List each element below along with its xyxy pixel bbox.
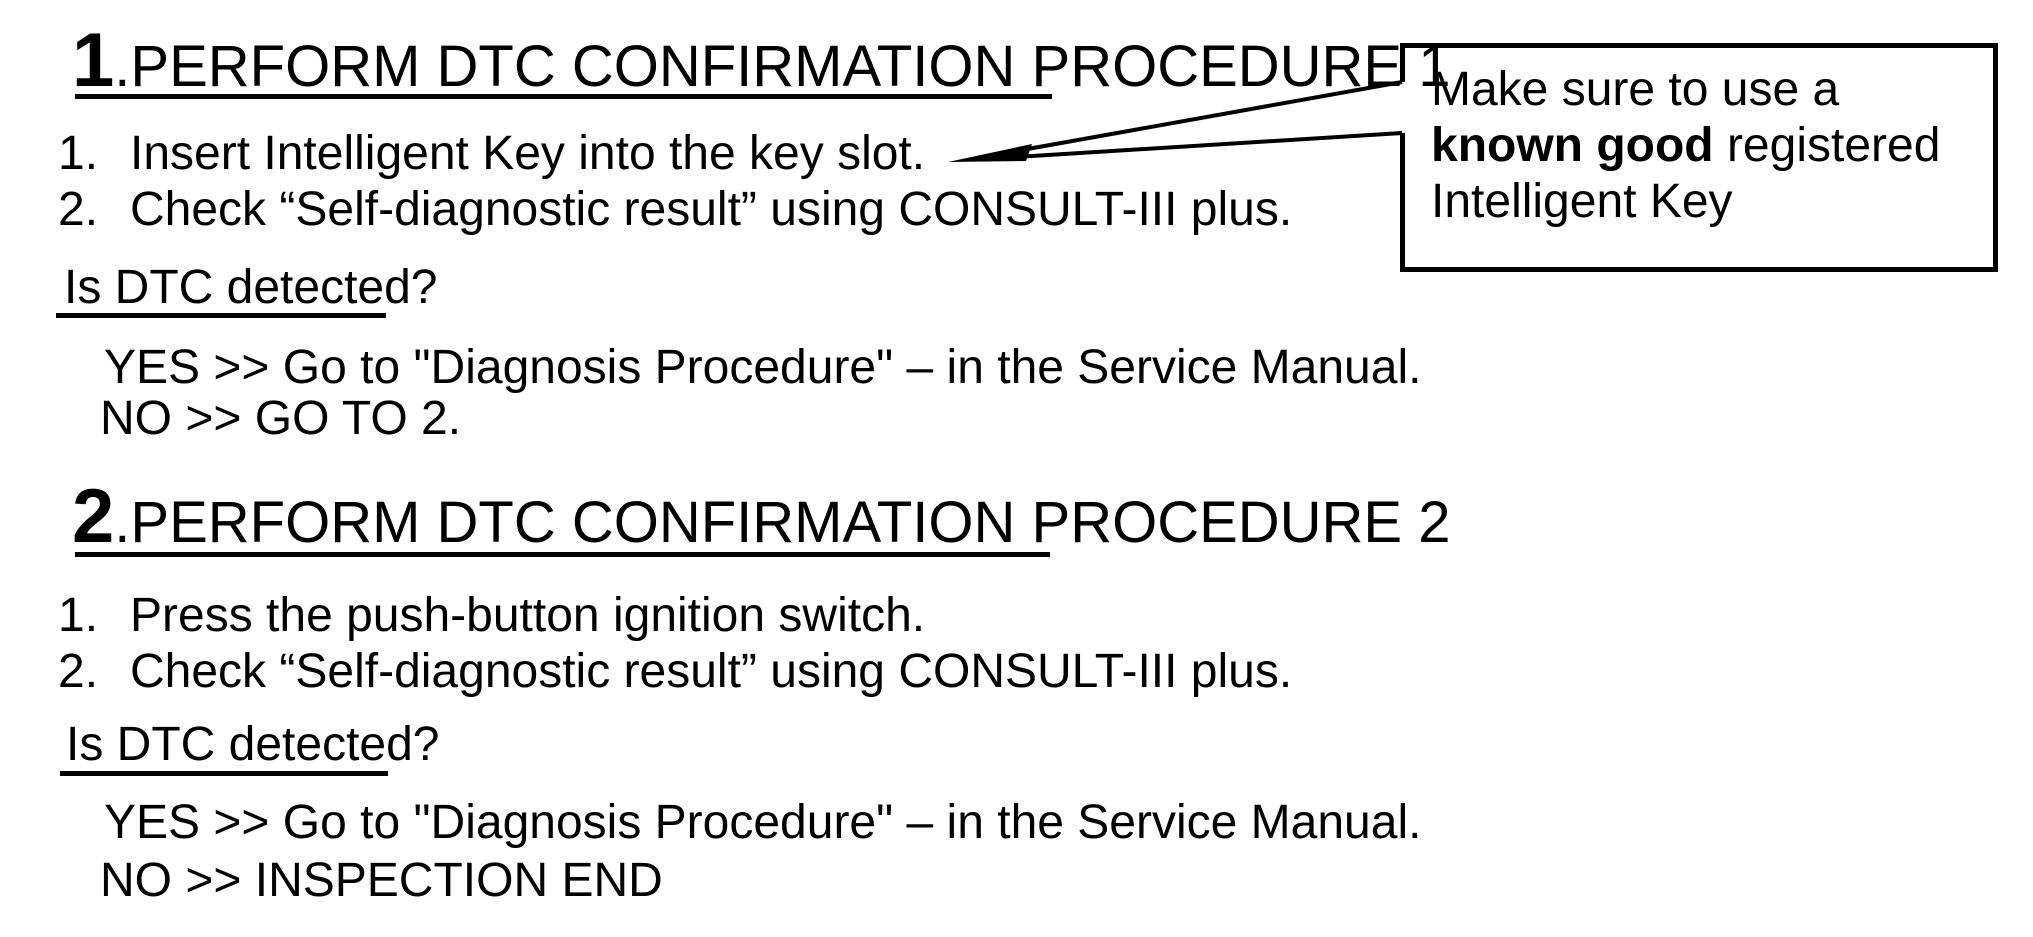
section-1-heading-underline <box>75 94 1052 99</box>
list-item: 1. Press the push-button ignition switch. <box>58 588 1292 644</box>
section-1-answer-no: NO >> GO TO 2. <box>100 392 462 445</box>
section-2-heading-underline <box>75 552 1050 557</box>
section-2-heading: 2.PERFORM DTC CONFIRMATION PROCEDURE 2 <box>72 479 1450 555</box>
callout-line-2-rest: registered <box>1713 119 1941 172</box>
section-1-step-number: 1 <box>72 18 115 103</box>
step-text: Check “Self-diagnostic result” using CON… <box>130 645 1293 698</box>
step-number: 1. <box>58 127 99 180</box>
section-1-heading-title: PERFORM DTC CONFIRMATION PROCEDURE 1 <box>130 34 1451 99</box>
step-number: 1. <box>58 589 99 642</box>
step-number: 2. <box>58 645 99 698</box>
section-2-steps: 1. Press the push-button ignition switch.… <box>58 588 1292 700</box>
step-text: Check “Self-diagnostic result” using CON… <box>130 183 1293 236</box>
section-1-answer-yes: YES >> Go to "Diagnosis Procedure" – in … <box>104 341 1422 394</box>
section-1-heading-separator: . <box>114 34 131 99</box>
list-item: 1. Insert Intelligent Key into the key sl… <box>58 126 1292 182</box>
section-1-steps: 1. Insert Intelligent Key into the key sl… <box>58 126 1292 238</box>
step-text: Press the push-button ignition switch. <box>130 589 926 642</box>
section-2-question: Is DTC detected? <box>66 718 440 771</box>
callout-line-1: Make sure to use a <box>1431 63 1840 116</box>
step-text: Insert Intelligent Key into the key slot… <box>130 127 926 180</box>
callout-line-3: Intelligent Key <box>1431 175 1733 228</box>
callout-emphasis: known good <box>1431 119 1714 172</box>
section-2-heading-title: PERFORM DTC CONFIRMATION PROCEDURE 2 <box>130 490 1451 555</box>
section-2-step-number: 2 <box>72 474 115 559</box>
section-2-answer-no: NO >> INSPECTION END <box>100 854 663 907</box>
list-item: 2. Check “Self-diagnostic result” using C… <box>58 644 1292 700</box>
step-number: 2. <box>58 183 99 236</box>
section-2-answer-yes: YES >> Go to "Diagnosis Procedure" – in … <box>104 796 1422 849</box>
section-1-question-underline <box>56 313 386 318</box>
list-item: 2. Check “Self-diagnostic result” using C… <box>58 182 1292 238</box>
section-1-question: Is DTC detected? <box>64 261 438 314</box>
callout-line-2: known good registered <box>1431 118 1991 174</box>
section-2-question-underline <box>60 771 388 776</box>
section-2-heading-separator: . <box>114 490 131 555</box>
section-1-heading: 1.PERFORM DTC CONFIRMATION PROCEDURE 1 <box>72 23 1450 99</box>
callout-note: Make sure to use a known good registered… <box>1431 62 1991 230</box>
